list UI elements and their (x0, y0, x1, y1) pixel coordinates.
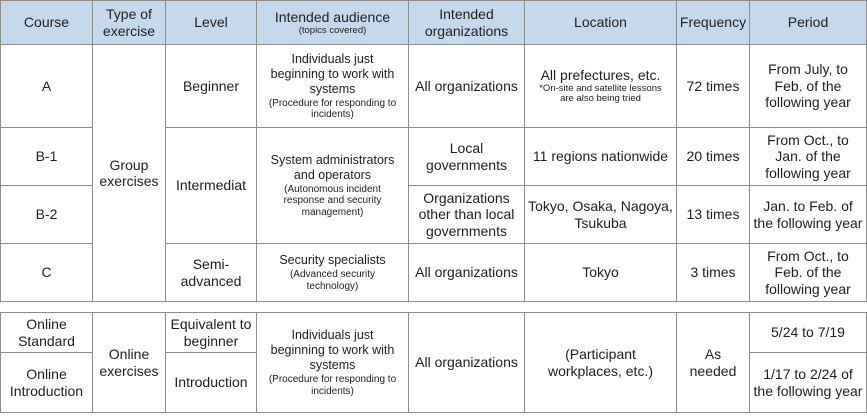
frequency-cell: 13 times (676, 185, 750, 244)
period-cell: From Oct., to Feb. of the following year (749, 243, 867, 302)
location-cell: Tokyo (524, 243, 677, 302)
header-row: Course Type of exercise Level Intended a… (0, 0, 867, 45)
intended-audience-cell: Individuals just beginning to work with … (256, 44, 409, 128)
location-text: All prefectures, etc. (540, 67, 661, 84)
intended-audience-text: Individuals just beginning to work with … (270, 51, 395, 96)
intended-organizations-cell: All organizations (408, 243, 525, 302)
level-cell: Introduction (165, 352, 257, 413)
table-row-a: A Group exercises Beginner Individuals j… (0, 44, 867, 302)
header-intended-audience: Intended audience (topics covered) (256, 0, 409, 45)
period-cell: Jan. to Feb. of the following year (749, 185, 867, 244)
level-cell: Beginner (165, 44, 257, 128)
table-row-c: C Semi-advanced Security specialists (Ad… (0, 243, 867, 302)
table-row-online-introduction: Online Introduction Introduction 1/17 to… (0, 352, 867, 413)
level-cell: Intermediat (165, 127, 257, 244)
course-cell: A (0, 44, 93, 128)
intended-organizations-cell: Local governments (408, 127, 525, 186)
group-exercises-table: Course Type of exercise Level Intended a… (0, 0, 867, 302)
intended-audience-topics: (Procedure for responding to incidents) (268, 374, 397, 397)
period-cell: From Oct., to Jan. of the following year (749, 127, 867, 186)
header-intended-audience-label: Intended audience (274, 8, 391, 25)
course-cell: Online Introduction (0, 352, 93, 413)
level-cell: Equivalent to beginner (165, 312, 257, 353)
intended-organizations-cell: Organizations other than local governmen… (408, 185, 525, 244)
intended-audience-topics: (Procedure for responding to incidents) (268, 97, 397, 121)
frequency-cell: As needed (676, 312, 750, 413)
header-location: Location (524, 0, 677, 45)
header-frequency: Frequency (676, 0, 750, 45)
intended-audience-topics: (Advanced security technology) (289, 269, 376, 292)
location-cell: All prefectures, etc. *On-site and satel… (524, 44, 677, 128)
location-cell: 11 regions nationwide (524, 127, 677, 186)
header-level: Level (165, 0, 257, 45)
location-cell: (Participant workplaces, etc.) (524, 312, 677, 413)
intended-audience-cell: Security specialists (Advanced security … (256, 243, 409, 302)
header-period: Period (749, 0, 867, 45)
location-cell: Tokyo, Osaka, Nagoya, Tsukuba (524, 185, 677, 244)
type-of-exercise-cell: Group exercises (92, 44, 166, 302)
header-intended-organizations: Intended organizations (408, 0, 525, 45)
frequency-cell: 3 times (676, 243, 750, 302)
header-course: Course (0, 0, 93, 45)
course-cell: B-1 (0, 127, 93, 186)
intended-audience-text: Security specialists (279, 253, 386, 267)
frequency-cell: 20 times (676, 127, 750, 186)
intended-audience-text: System administrators and operators (270, 152, 395, 182)
header-intended-audience-note: (topics covered) (298, 25, 367, 37)
course-cell: C (0, 243, 93, 302)
table-row-online-standard: Online Standard Online exercises Equival… (0, 312, 867, 413)
online-exercises-table: Online Standard Online exercises Equival… (0, 312, 867, 413)
frequency-cell: 72 times (676, 44, 750, 128)
course-cell: B-2 (0, 185, 93, 244)
header-type-of-exercise: Type of exercise (92, 0, 166, 45)
period-cell: 1/17 to 2/24 of the following year (749, 352, 867, 413)
course-cell: Online Standard (0, 312, 93, 353)
location-note: *On-site and satellite lessons are also … (539, 82, 662, 105)
intended-audience-cell: System administrators and operators (Aut… (256, 127, 409, 244)
type-of-exercise-cell: Online exercises (92, 312, 166, 413)
intended-audience-text: Individuals just beginning to work with … (270, 328, 395, 372)
intended-organizations-cell: All organizations (408, 44, 525, 128)
intended-audience-topics: (Autonomous incident response and securi… (283, 183, 382, 218)
level-cell: Semi-advanced (165, 243, 257, 302)
period-cell: 5/24 to 7/19 (749, 312, 867, 353)
intended-audience-cell: Individuals just beginning to work with … (256, 312, 409, 413)
intended-organizations-cell: All organizations (408, 312, 525, 413)
table-row-b2: B-2 Organizations other than local gover… (0, 185, 867, 244)
period-cell: From July, to Feb. of the following year (749, 44, 867, 128)
